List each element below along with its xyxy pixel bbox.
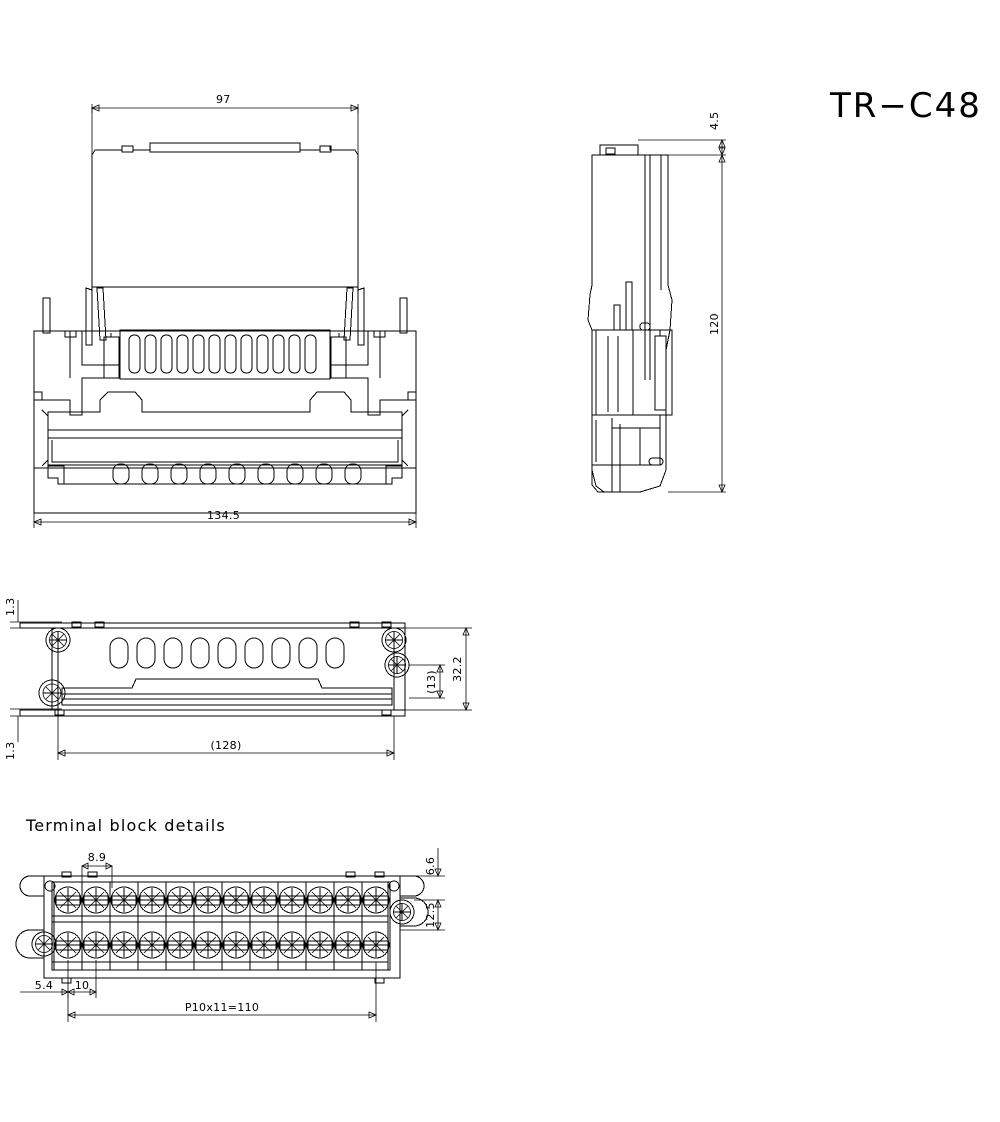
front-latch-arms (42, 287, 408, 346)
terminal-screw-right (389, 899, 415, 925)
dimension-32-2: 32.2 (405, 626, 472, 712)
front-vent-slots (128, 334, 317, 374)
dimension-32-2-label: 32.2 (451, 656, 464, 682)
dimension-128-label: (128) (210, 739, 241, 752)
drawing-title: TR−C48 (829, 86, 982, 126)
dimension-13-label: (13) (425, 670, 438, 694)
dimension-5-4-label: 5.4 (35, 979, 53, 992)
plan-screw-mid-right (384, 652, 410, 678)
dimension-6-6-label: 6.6 (424, 857, 437, 875)
front-center-band (34, 391, 416, 469)
terminal-block-section-title: Terminal block details (25, 816, 226, 835)
dimension-97-label: 97 (216, 93, 231, 106)
dimension-120: 120 (668, 153, 726, 494)
dimension-134-5-label: 134.5 (207, 509, 240, 522)
terminal-screw-left (31, 931, 57, 957)
terminal-column (109, 881, 139, 971)
dimension-10-label: 10 (75, 979, 90, 992)
dimension-pitch-formula: P10x11=110 (66, 962, 378, 1022)
front-vent-band (119, 329, 331, 380)
dimension-12-5: 12.5 (400, 898, 445, 932)
terminal-column (81, 881, 111, 971)
dimension-8-9-label: 8.9 (88, 851, 106, 864)
dimension-1-3-top-label: 1.3 (4, 598, 17, 616)
dimension-120-label: 120 (708, 313, 721, 335)
terminal-column (137, 881, 167, 971)
front-top-cover (91, 142, 359, 290)
terminal-column (193, 881, 223, 971)
dimension-5-4: 5.4 (20, 979, 69, 996)
side-view: 4.5 120 (587, 112, 726, 494)
terminal-columns (53, 881, 391, 971)
dimension-10: 10 (67, 960, 97, 998)
dimension-pitch-formula-label: P10x11=110 (185, 1001, 259, 1014)
terminal-column (361, 881, 391, 971)
dimension-6-6: 6.6 (400, 848, 445, 878)
terminal-block-view: 8.9 (15, 848, 445, 1022)
dimension-4-5-label: 4.5 (708, 112, 721, 130)
dimension-13: (13) (409, 663, 445, 700)
dimension-8-9: 8.9 (81, 851, 113, 888)
front-bottom-ovals (47, 463, 403, 485)
dimension-1-3-bottom-label: 1.3 (4, 742, 17, 760)
terminal-column (165, 881, 195, 971)
dimension-128: (128) (56, 716, 396, 760)
plan-oval-slots (109, 637, 345, 669)
dimension-4-5: 4.5 (638, 112, 726, 157)
front-view: 97 (32, 93, 418, 528)
dimension-12-5-label: 12.5 (424, 902, 437, 928)
plan-screw-bottom-left (38, 679, 66, 707)
dimension-134-5: 134.5 (32, 509, 418, 528)
plan-view: 1.3 1.3 (4, 598, 472, 760)
front-left-shoulder (34, 330, 121, 467)
